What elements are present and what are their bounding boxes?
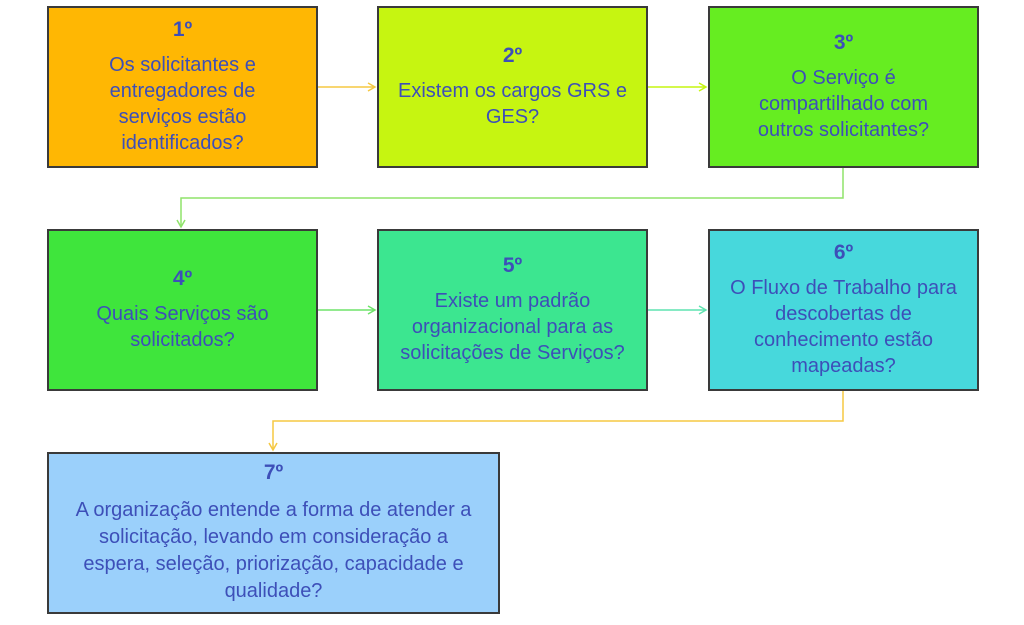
step-1-text: Os solicitantes e entregadores de serviç…: [109, 54, 256, 154]
step-7-text: A organização entende a forma de atender…: [75, 499, 472, 602]
step-4-box: 4º Quais Serviços são solicitados?: [47, 229, 318, 391]
connector-3-4: [176, 168, 844, 229]
step-2-text: Existem os cargos GRS e GES?: [398, 80, 627, 128]
step-3-text: O Serviço é compartilhado com outros sol…: [757, 67, 930, 141]
connector-6-7: [268, 391, 844, 452]
step-6-box: 6º O Fluxo de Trabalho para descobertas …: [708, 229, 979, 391]
step-1-number: 1º: [172, 18, 193, 41]
step-7-number: 7º: [263, 461, 284, 484]
step-4-number: 4º: [172, 267, 193, 290]
step-4-text: Quais Serviços são solicitados?: [96, 303, 269, 351]
step-3-number: 3º: [833, 31, 854, 54]
step-3-box: 3º O Serviço é compartilhado com outros …: [708, 6, 979, 168]
step-7-box: 7º A organização entende a forma de aten…: [47, 452, 500, 614]
step-5-text: Existe um padrão organizacional para as …: [400, 290, 625, 364]
step-2-number: 2º: [502, 44, 523, 67]
step-1-box: 1º Os solicitantes e entregadores de ser…: [47, 6, 318, 168]
step-6-number: 6º: [833, 241, 854, 264]
step-6-text: O Fluxo de Trabalho para descobertas de …: [730, 277, 957, 377]
step-5-number: 5º: [502, 254, 523, 277]
step-2-box: 2º Existem os cargos GRS e GES?: [377, 6, 648, 168]
step-5-box: 5º Existe um padrão organizacional para …: [377, 229, 648, 391]
